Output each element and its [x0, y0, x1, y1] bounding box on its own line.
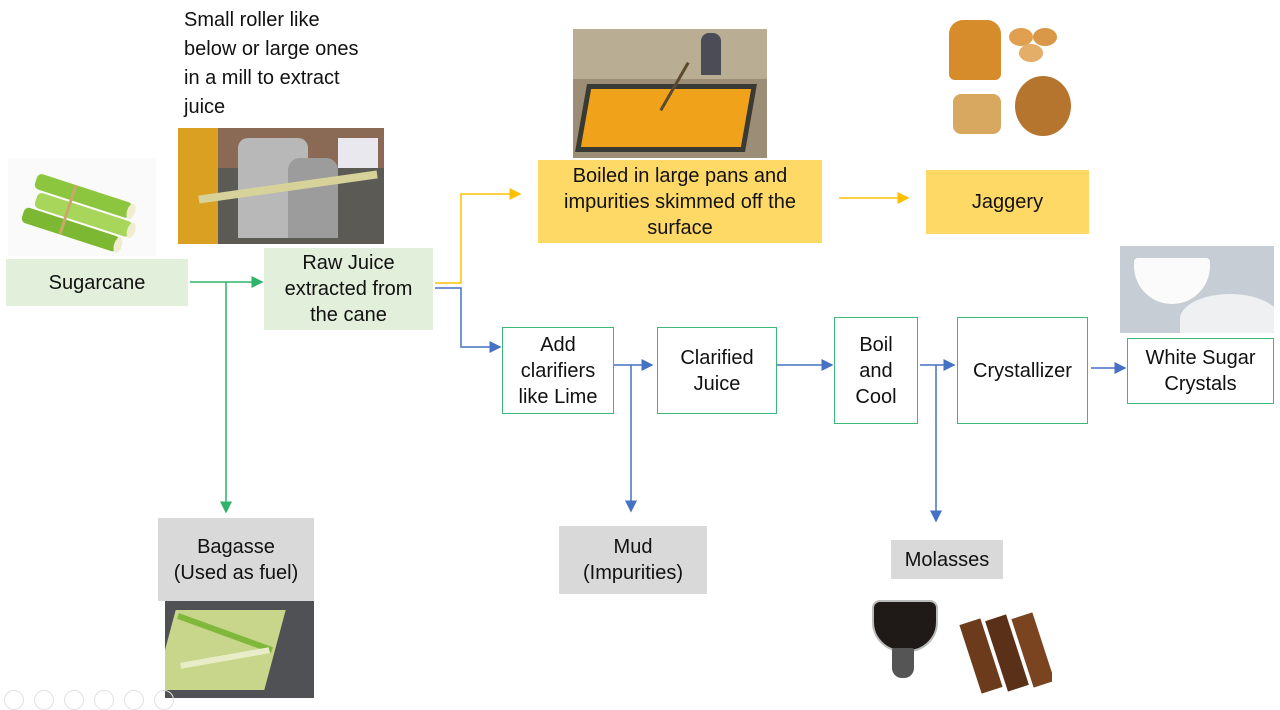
- pen-icon[interactable]: [64, 690, 84, 710]
- bagasse-photo: [165, 600, 314, 698]
- node-raw-juice: Raw Juice extracted from the cane: [264, 248, 433, 330]
- node-add-clarifiers: Add clarifiers like Lime: [502, 327, 614, 414]
- node-boiled-pans: Boiled in large pans and impurities skim…: [538, 160, 822, 243]
- roller-note: Small roller like below or large ones in…: [184, 9, 359, 118]
- boiling-pan-photo: [573, 29, 767, 158]
- juice-roller-photo: [178, 128, 384, 244]
- node-boil-and-cool: Boil and Cool: [834, 317, 918, 424]
- node-mud: Mud (Impurities): [559, 526, 707, 594]
- next-slide-icon[interactable]: [34, 690, 54, 710]
- edge-rawjuice-boiled: [435, 188, 522, 284]
- edge-rawjuice-clarifiers: [435, 287, 502, 353]
- node-clarified-juice: Clarified Juice: [657, 327, 777, 414]
- node-molasses: Molasses: [891, 540, 1003, 579]
- zoom-icon[interactable]: [124, 690, 144, 710]
- slides-grid-icon[interactable]: [94, 690, 114, 710]
- node-crystallizer: Crystallizer: [957, 317, 1088, 424]
- node-jaggery: Jaggery: [926, 170, 1089, 234]
- node-bagasse: Bagasse (Used as fuel): [158, 518, 314, 601]
- more-options-icon[interactable]: [154, 690, 174, 710]
- node-white-sugar-crystals: White Sugar Crystals: [1127, 338, 1274, 404]
- node-sugarcane: Sugarcane: [6, 259, 188, 306]
- white-sugar-photo: [1120, 246, 1274, 333]
- previous-slide-icon[interactable]: [4, 690, 24, 710]
- molasses-photo: [860, 590, 1052, 696]
- sugarcane-photo: [8, 158, 156, 256]
- jaggery-photo: [945, 18, 1075, 140]
